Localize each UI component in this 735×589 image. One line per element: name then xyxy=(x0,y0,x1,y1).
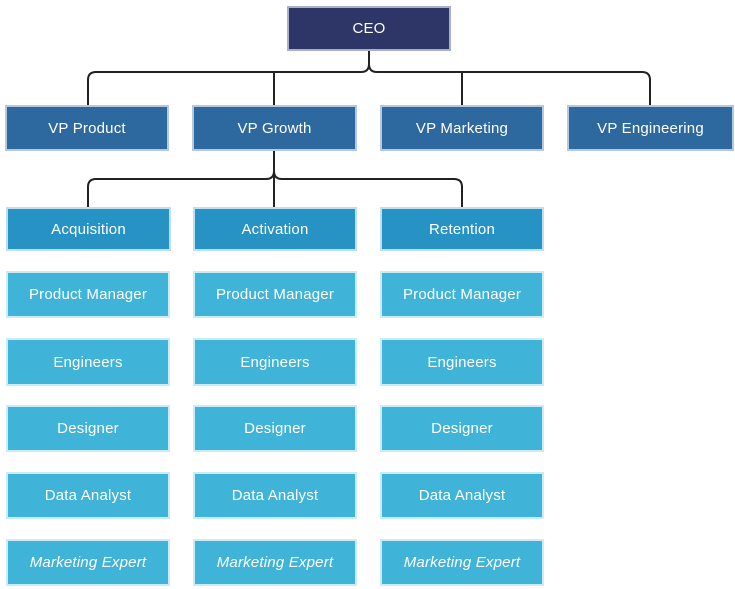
org-node-member: Data Analyst xyxy=(193,472,357,519)
org-node-member: Data Analyst xyxy=(6,472,170,519)
org-node-member: Product Manager xyxy=(6,271,170,318)
org-node-activation: Activation xyxy=(193,207,357,251)
org-node-member: Designer xyxy=(6,405,170,452)
org-node-member: Data Analyst xyxy=(380,472,544,519)
org-node-member: Engineers xyxy=(6,338,170,386)
connector-ceo-left xyxy=(87,50,370,106)
org-node-ceo: CEO xyxy=(287,6,451,51)
connector-growth-right xyxy=(273,170,463,208)
org-node-vp-product: VP Product xyxy=(5,105,169,151)
org-node-member: Designer xyxy=(193,405,357,452)
org-node-vp-growth: VP Growth xyxy=(192,105,357,151)
org-node-vp-marketing: VP Marketing xyxy=(380,105,544,151)
org-node-member: Product Manager xyxy=(193,271,357,318)
org-node-member: Engineers xyxy=(380,338,544,386)
org-node-retention: Retention xyxy=(380,207,544,251)
org-node-vp-engineering: VP Engineering xyxy=(567,105,734,151)
connector-ceo-right xyxy=(368,63,651,106)
org-node-acquisition: Acquisition xyxy=(6,207,171,251)
org-node-member: Designer xyxy=(380,405,544,452)
org-node-member: Marketing Expert xyxy=(193,539,357,586)
org-node-member: Engineers xyxy=(193,338,357,386)
connector-growth-left xyxy=(87,170,275,208)
org-node-member: Product Manager xyxy=(380,271,544,318)
org-node-member: Marketing Expert xyxy=(380,539,544,586)
org-node-member: Marketing Expert xyxy=(6,539,170,586)
